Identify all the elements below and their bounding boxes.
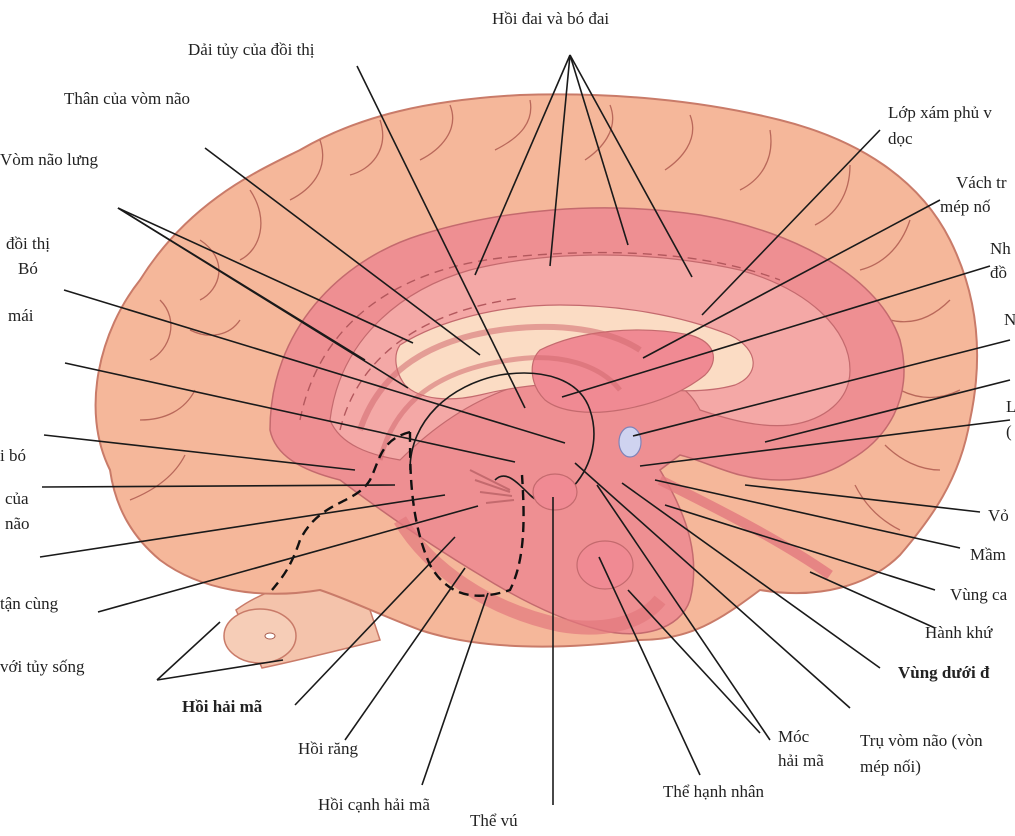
label-vung-ca: Vùng ca	[950, 585, 1008, 604]
label-amygdala: Thể hạnh nhân	[663, 782, 765, 801]
label-nh-line1: Nh	[990, 239, 1011, 258]
olfactory-tract	[657, 475, 833, 580]
label-vo-cut: Vỏ	[988, 506, 1009, 525]
label-n-cut: N	[1004, 310, 1015, 329]
label-mai: mái	[8, 306, 34, 325]
leader-lines	[39, 54, 1011, 805]
label-fornix-column-line1: Trụ vòm não (vòn	[860, 731, 983, 750]
label-septum-line1: Vách tr	[956, 173, 1007, 192]
label-septum-line2: mép nố	[940, 197, 991, 216]
label-hypothalamus: Vùng dưới đ	[898, 663, 990, 682]
label-nh-line2: đồ	[990, 263, 1007, 282]
label-indusium-line2: dọc	[888, 129, 913, 148]
amygdala	[576, 540, 634, 590]
label-mammillary: Thể vú	[470, 811, 518, 830]
labels: Hồi đai và bó đai Dải tủy của đồi thị Th…	[0, 9, 1015, 830]
label-thalamus-line1: đồi thị	[6, 234, 50, 253]
anterior-commissure	[618, 426, 642, 458]
spinal-cord-section	[223, 608, 297, 664]
label-mam-cut: Mầm	[970, 545, 1006, 564]
label-fornix-body: Thân của vòm não	[64, 89, 190, 108]
label-fornix-column-line2: mép nối)	[860, 757, 921, 776]
label-parahippocampal: Hồi cạnh hải mã	[318, 795, 430, 814]
label-nao: não	[5, 514, 30, 533]
label-cua: của	[5, 489, 29, 508]
label-cingulate: Hồi đai và bó đai	[492, 9, 609, 28]
label-indusium-line1: Lớp xám phủ v	[888, 103, 992, 122]
label-paren-cut: (	[1006, 422, 1012, 441]
dashed-boundary	[271, 430, 525, 597]
hippocampus	[393, 516, 666, 635]
label-spinal-connection: với tủy sống	[0, 657, 85, 676]
label-i-bo: i bó	[0, 446, 26, 465]
label-dentate: Hồi răng	[298, 739, 358, 758]
label-dorsal-fornix: Vòm não lưng	[0, 150, 98, 169]
brainstem	[223, 578, 381, 669]
label-uncus-line2: hải mã	[778, 751, 824, 770]
label-stria-medullaris: Dải tủy của đồi thị	[188, 40, 315, 59]
label-uncus-line1: Móc	[778, 727, 810, 746]
label-tan-cung: tận cùng	[0, 594, 59, 613]
mammillary-body	[532, 473, 578, 511]
label-hanh-khu: Hành khứ	[925, 623, 993, 642]
label-hippocampus: Hồi hải mã	[182, 697, 263, 716]
label-l-cut: L	[1006, 397, 1015, 416]
label-thalamus-line2: Bó	[18, 259, 38, 278]
